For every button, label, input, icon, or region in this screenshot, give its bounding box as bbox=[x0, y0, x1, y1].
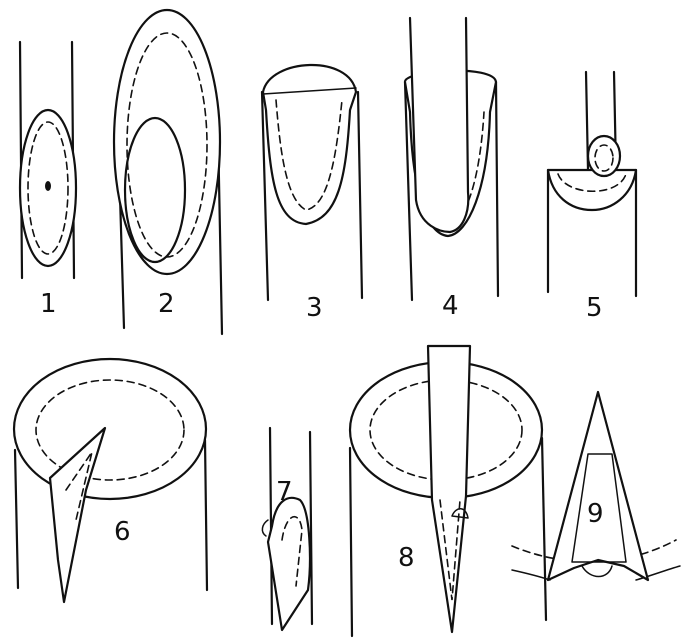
panel-3: 3 bbox=[262, 65, 362, 323]
bud-oval bbox=[588, 136, 620, 176]
panel-4: 4 bbox=[405, 18, 498, 321]
panel-7-label: 7 bbox=[276, 477, 293, 507]
stock-right-edge bbox=[205, 440, 207, 590]
scion-sliver bbox=[268, 498, 310, 630]
panel-8: 8 bbox=[350, 346, 546, 636]
stem-right-edge bbox=[310, 432, 312, 624]
stock-left-edge bbox=[15, 450, 18, 588]
outer-oval bbox=[114, 10, 220, 274]
stock-left-edge bbox=[350, 448, 352, 636]
bud-bump bbox=[262, 520, 268, 536]
half-disc bbox=[548, 170, 636, 210]
stem-right-edge bbox=[358, 92, 362, 298]
panel-2: 2 bbox=[114, 10, 222, 334]
stock-right-edge bbox=[496, 82, 498, 296]
scion bbox=[410, 18, 468, 232]
bud-dot bbox=[45, 181, 51, 191]
base-lobe bbox=[582, 566, 612, 577]
panel-8-label: 8 bbox=[398, 543, 415, 573]
panel-2-label: 2 bbox=[158, 289, 175, 319]
stock-right-edge bbox=[542, 438, 546, 620]
panel-7: 7 bbox=[262, 428, 312, 630]
triangle-scion bbox=[548, 392, 648, 580]
panel-3-label: 3 bbox=[306, 293, 323, 323]
scion-wedge bbox=[428, 346, 470, 632]
panel-5: 5 bbox=[548, 72, 636, 323]
panel-6-label: 6 bbox=[114, 517, 131, 547]
panel-5-label: 5 bbox=[586, 293, 603, 323]
panel-1: 1 bbox=[20, 42, 76, 319]
panel-9-label: 9 bbox=[587, 499, 604, 529]
panel-6: 6 bbox=[14, 359, 207, 602]
panel-4-label: 4 bbox=[442, 291, 459, 321]
panel-1-label: 1 bbox=[40, 289, 57, 319]
